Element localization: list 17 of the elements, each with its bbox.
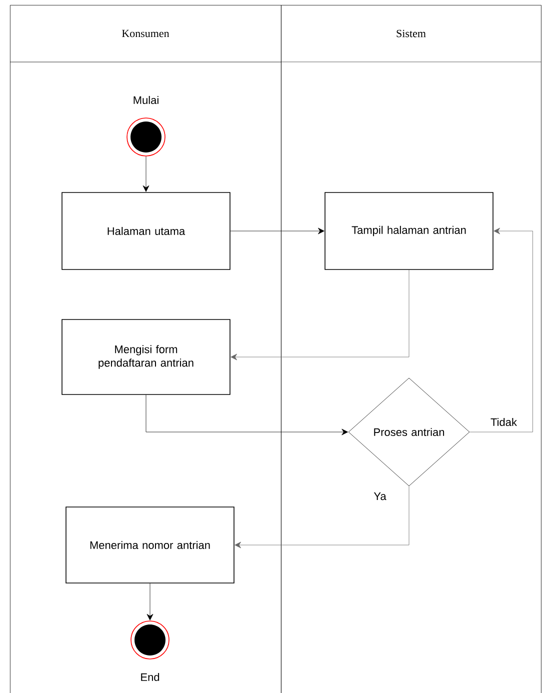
arrow	[142, 156, 150, 192]
node-caption: Mulai	[134, 96, 158, 104]
arrow	[230, 228, 324, 234]
arrow	[230, 270, 410, 360]
arrow	[146, 583, 154, 620]
node-caption: End	[141, 672, 160, 682]
activity-box: Menerima nomor antrian	[66, 506, 234, 584]
activity-box: Mengisi form pendaftaran antrian	[62, 319, 230, 395]
activity-box: Tampil halaman antrian	[324, 192, 494, 270]
activity-box: Halaman utama	[62, 192, 230, 270]
arrow	[470, 228, 533, 432]
arrow	[234, 486, 410, 548]
arrow	[146, 394, 348, 436]
activity-circle	[130, 620, 170, 660]
activity-circle	[126, 118, 166, 156]
edge-label: Ya	[372, 491, 388, 502]
edge-label: Tidak	[489, 416, 518, 428]
